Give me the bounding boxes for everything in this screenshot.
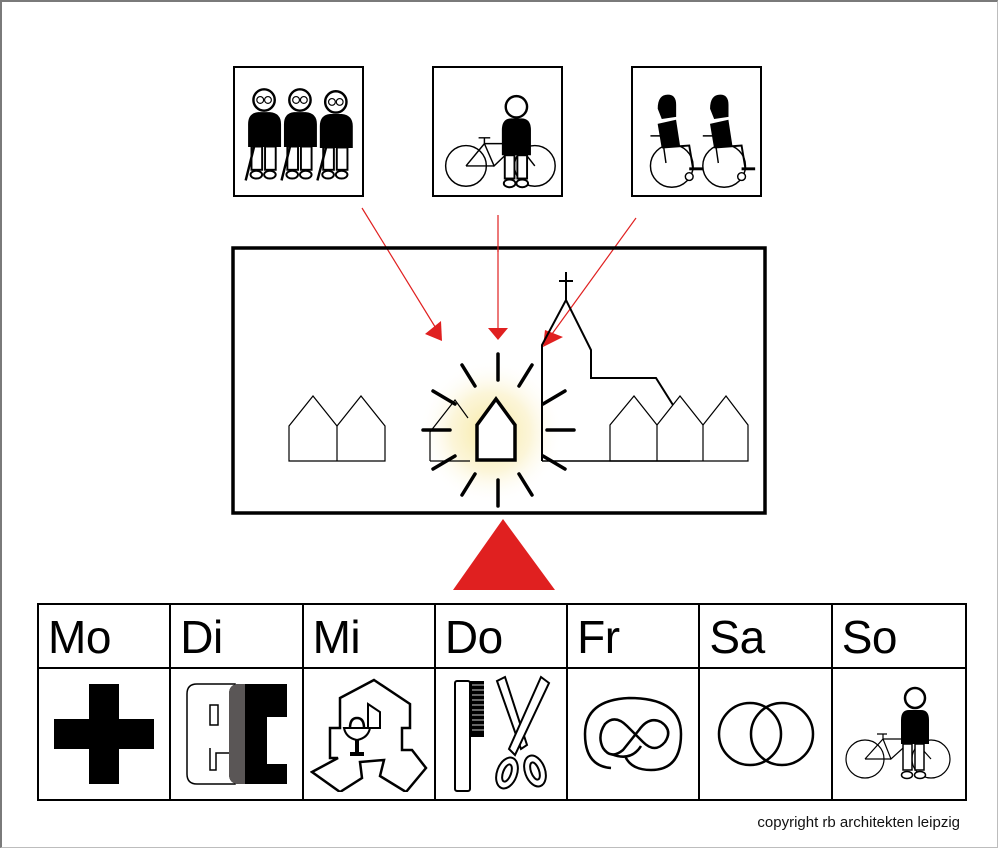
ec-bank-card-icon (186, 683, 288, 785)
scene-frame (231, 246, 767, 515)
medical-cross-icon (54, 684, 155, 784)
day-header-di: Di (171, 605, 304, 669)
highlight-rays (421, 352, 576, 508)
arrow-from-wheelchair (543, 217, 637, 347)
church (541, 272, 690, 462)
comb-and-scissors-icon (453, 675, 551, 792)
houses-left (288, 395, 386, 462)
pretzel-icon (584, 696, 683, 772)
day-header-do: Do (435, 605, 569, 669)
day-cell-fr (568, 669, 701, 799)
arrow-from-seniors (361, 207, 442, 341)
copyright-notice: copyright rb architekten leipzig (757, 814, 960, 831)
arrow-from-cyclist (488, 215, 508, 340)
day-cell-mo (39, 669, 172, 799)
person-with-bicycle-icon (432, 66, 563, 197)
wedding-rings-icon (717, 701, 814, 767)
day-cell-di (171, 669, 304, 799)
day-header-fr: Fr (568, 605, 701, 669)
pharmacy-apotheke-icon (309, 678, 428, 792)
day-cell-sa (700, 669, 833, 799)
day-cell-so (833, 669, 965, 799)
day-header-sa: Sa (700, 605, 833, 669)
wheelchair-users-icon (631, 66, 762, 197)
seniors-with-canes-icon (233, 66, 364, 197)
weekday-service-table: Mo Di Mi Do Fr Sa So (37, 603, 967, 801)
day-cell-mi (304, 669, 436, 799)
day-cell-do (436, 669, 569, 799)
highlighted-house (475, 396, 517, 462)
day-header-mo: Mo (39, 605, 172, 669)
houses-right (609, 395, 749, 462)
day-header-mi: Mi (303, 605, 436, 669)
person-with-bicycle-icon (845, 686, 951, 780)
pointer-triangle (453, 519, 555, 590)
day-header-so: So (832, 605, 965, 669)
